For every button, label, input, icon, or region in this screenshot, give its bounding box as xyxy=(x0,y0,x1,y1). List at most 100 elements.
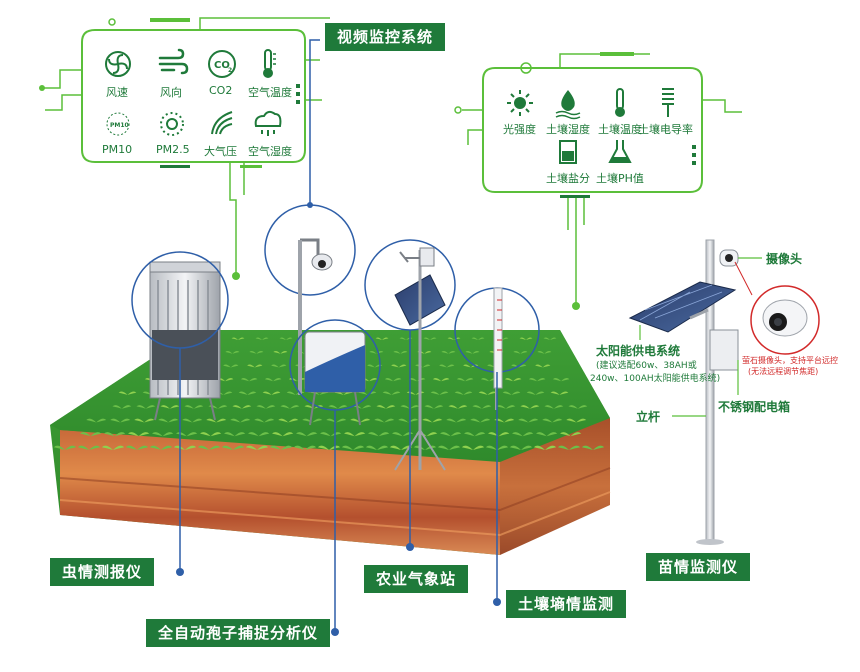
crop-leaf xyxy=(160,405,180,409)
annotation-camera: 摄像头 xyxy=(766,252,803,266)
crop-leaf xyxy=(224,432,246,437)
conductivity-icon xyxy=(662,88,674,117)
seedling-monitor-pole xyxy=(628,239,820,545)
soil-panel xyxy=(454,52,742,310)
crop-leaf xyxy=(326,418,347,423)
crop-leaf xyxy=(485,445,509,450)
weather-label-co2: CO2 xyxy=(209,84,233,97)
annotation-solar-title: 太阳能供电系统 xyxy=(596,344,681,358)
weather-label-pressure: 大气压 xyxy=(204,145,237,158)
weather-label-wind-speed: 风速 xyxy=(106,86,128,99)
water-drop-icon xyxy=(555,90,581,120)
svg-text:2: 2 xyxy=(228,67,232,74)
crop-leaf xyxy=(382,391,401,395)
crop-leaf xyxy=(543,337,557,340)
crop-leaf xyxy=(304,405,324,409)
annotation-camera-note2: (无法远程调节焦距) xyxy=(748,367,819,376)
crop-leaf xyxy=(232,405,252,409)
crop-leaf xyxy=(280,405,300,409)
crop-leaf xyxy=(272,432,294,437)
crop-leaf xyxy=(247,364,263,368)
crop-leaf xyxy=(432,378,450,382)
crop-leaf xyxy=(350,418,371,423)
crop-leaf xyxy=(393,351,408,354)
crop-leaf xyxy=(249,351,264,354)
fan-icon xyxy=(105,51,131,77)
weather-label-wind-direction: 风向 xyxy=(160,86,182,99)
crop-leaf xyxy=(389,445,413,450)
crop-leaf xyxy=(231,337,245,340)
crop-leaf xyxy=(512,432,534,437)
crop-leaf xyxy=(223,364,239,368)
crop-leaf xyxy=(465,351,480,354)
crop-leaf xyxy=(112,405,132,409)
crop-leaf xyxy=(104,432,126,437)
crop-leaf xyxy=(448,405,468,409)
crop-leaf xyxy=(134,418,155,423)
weather-label-pm10: PM10 xyxy=(102,143,133,156)
soil-label-salinity: 土壤盐分 xyxy=(546,172,590,185)
crop-leaf xyxy=(384,378,402,382)
crop-leaf xyxy=(437,445,461,450)
crop-leaf xyxy=(238,391,257,395)
crop-leaf xyxy=(513,351,528,354)
crop-leaf xyxy=(504,378,522,382)
crop-leaf xyxy=(264,378,282,382)
crop-leaf xyxy=(528,378,546,382)
crop-leaf xyxy=(430,391,449,395)
crop-leaf xyxy=(341,445,365,450)
crop-leaf xyxy=(446,418,467,423)
soil-label-light: 光强度 xyxy=(503,123,536,136)
crop-leaf xyxy=(158,418,179,423)
crop-leaf xyxy=(488,432,510,437)
crop-leaf xyxy=(262,391,281,395)
crop-leaf xyxy=(369,351,384,354)
crop-leaf xyxy=(221,445,245,450)
crop-leaf xyxy=(208,405,228,409)
crop-leaf xyxy=(557,445,581,450)
weather-panel xyxy=(39,17,330,280)
crop-leaf xyxy=(118,391,137,395)
crop-leaf xyxy=(248,432,270,437)
crop-leaf xyxy=(368,432,390,437)
crop-leaf xyxy=(422,418,443,423)
particle-icon: PM10 xyxy=(106,112,130,136)
crop-leaf xyxy=(230,418,251,423)
crop-leaf xyxy=(439,364,455,368)
annotation-pole: 立杆 xyxy=(636,410,661,424)
crop-leaf xyxy=(533,445,557,450)
crop-leaf xyxy=(125,445,149,450)
annotation-solar-line1: (建议选配60w、38AH或 xyxy=(596,361,697,371)
spore-analyzer-device xyxy=(289,319,381,426)
crop-leaf xyxy=(447,337,461,340)
crop-leaf xyxy=(110,418,131,423)
pressure-icon xyxy=(211,111,233,135)
crop-leaf xyxy=(398,418,419,423)
crop-leaf xyxy=(535,364,551,368)
crop-leaf xyxy=(519,337,533,340)
beaker-icon xyxy=(559,140,577,164)
tag-video-monitoring: 视频监控系统 xyxy=(325,23,446,51)
crop-leaf xyxy=(80,432,102,437)
crop-leaf xyxy=(560,432,582,437)
crop-leaf xyxy=(399,337,413,340)
tag-seedling-monitor: 苗情监测仪 xyxy=(646,553,751,581)
soil-label-temperature: 土壤温度 xyxy=(598,123,642,136)
annotation-solar-line2: 240w、100AH太阳能供电系统) xyxy=(590,374,721,384)
crop-leaf xyxy=(344,432,366,437)
crop-leaf xyxy=(536,432,558,437)
crop-leaf xyxy=(206,418,227,423)
crop-leaf xyxy=(302,418,323,423)
crop-leaf xyxy=(375,337,389,340)
co2-icon: CO 2 xyxy=(208,50,236,78)
crop-leaf xyxy=(423,337,437,340)
crop-leaf xyxy=(464,432,486,437)
crop-leaf xyxy=(391,364,407,368)
crop-leaf xyxy=(256,405,276,409)
crop-leaf xyxy=(566,418,587,423)
crop-leaf xyxy=(278,418,299,423)
crop-leaf xyxy=(544,405,564,409)
crop-leaf xyxy=(367,364,383,368)
video-camera-pole xyxy=(264,204,356,395)
thermometer-icon xyxy=(615,88,625,117)
